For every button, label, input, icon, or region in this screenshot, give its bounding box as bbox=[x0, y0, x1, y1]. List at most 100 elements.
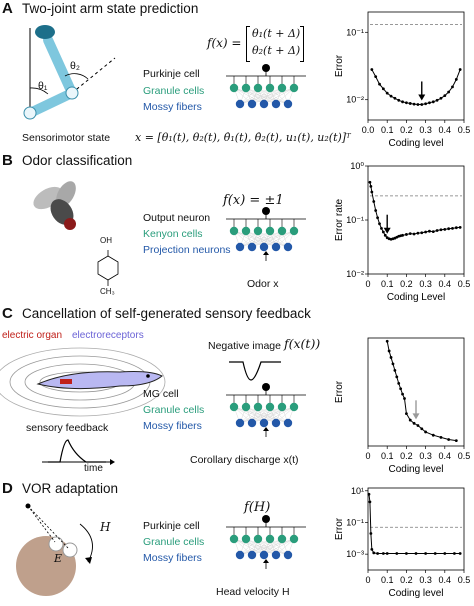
head-velocity-symbol: H bbox=[100, 520, 111, 534]
panel-a-granule-label: Granule cells bbox=[143, 85, 205, 97]
y-tick-label: 10⁻² bbox=[346, 95, 364, 105]
panel-b-granule-label: Kenyon cells bbox=[143, 228, 203, 240]
arrow-head bbox=[412, 413, 420, 420]
mossy-fiber bbox=[271, 550, 281, 560]
input-arrowhead bbox=[263, 251, 269, 255]
data-point bbox=[381, 230, 385, 234]
panel-b-network bbox=[226, 207, 306, 261]
panel-c-input-label: Corollary discharge x(t) bbox=[190, 454, 299, 466]
data-point bbox=[391, 362, 395, 366]
connection bbox=[251, 406, 295, 424]
x-tick-label: 0.1 bbox=[381, 451, 394, 461]
mossy-fiber bbox=[247, 418, 257, 428]
chart-frame bbox=[367, 337, 465, 447]
panel-c-title: Cancellation of self-generated sensory f… bbox=[22, 306, 311, 321]
data-point bbox=[374, 75, 378, 79]
mossy-fiber bbox=[259, 418, 269, 428]
panel-a-formula-row1: θ₁(t + Δ) bbox=[252, 27, 301, 40]
data-point bbox=[393, 96, 397, 100]
time-axis-label: time bbox=[84, 463, 103, 474]
data-line bbox=[368, 494, 461, 555]
data-point bbox=[439, 96, 443, 100]
panel-c-output-label: MG cell bbox=[143, 388, 179, 400]
theta1-label: θ₁ bbox=[38, 80, 48, 92]
data-point bbox=[454, 439, 458, 442]
eye-right bbox=[62, 542, 78, 558]
data-point bbox=[428, 229, 431, 233]
x-tick-label: 0.1 bbox=[381, 575, 394, 585]
data-point bbox=[389, 356, 393, 359]
data-point bbox=[416, 424, 420, 427]
y-axis-label: Error bbox=[334, 517, 345, 540]
data-point bbox=[454, 78, 458, 81]
data-point bbox=[380, 226, 383, 230]
panel-b-mossy-label: Projection neurons bbox=[143, 244, 231, 256]
x-tick-label: 0 bbox=[365, 451, 370, 461]
x-tick-label: 0.1 bbox=[381, 279, 394, 289]
input-arrowhead bbox=[263, 559, 269, 563]
data-point bbox=[433, 552, 437, 555]
data-point bbox=[412, 102, 416, 106]
x-tick-label: 0.2 bbox=[400, 279, 413, 289]
connection bbox=[239, 230, 283, 248]
head-rotation-arc bbox=[79, 523, 93, 563]
x-tick-label: 0.3 bbox=[419, 125, 432, 135]
head bbox=[16, 536, 76, 596]
chart-frame bbox=[367, 165, 465, 275]
granule-cell bbox=[241, 83, 251, 93]
x-tick-label: 0.4 bbox=[439, 575, 452, 585]
x-axis-label: Coding level bbox=[388, 588, 443, 599]
data-point bbox=[424, 230, 427, 234]
connection bbox=[263, 87, 295, 105]
granule-cell bbox=[253, 402, 263, 412]
y-tick-label: 10¹ bbox=[351, 486, 364, 496]
data-point bbox=[405, 552, 408, 555]
data-point bbox=[397, 381, 401, 385]
data-point bbox=[420, 427, 424, 431]
x-tick-label: 0.5 bbox=[458, 125, 470, 135]
electroreceptors-label: electroreceptors bbox=[72, 330, 144, 341]
electric-organ bbox=[60, 379, 72, 384]
arm-illustration bbox=[23, 25, 116, 120]
granule-cell bbox=[277, 402, 287, 412]
mossy-fiber bbox=[235, 99, 245, 109]
data-point bbox=[397, 98, 401, 102]
data-point bbox=[458, 552, 462, 555]
data-point bbox=[372, 200, 376, 203]
data-point bbox=[443, 552, 447, 555]
panel-d-granule-label: Granule cells bbox=[143, 536, 205, 548]
odor-molecule bbox=[97, 250, 119, 286]
data-point bbox=[370, 68, 374, 71]
y-axis-label: Error rate bbox=[334, 198, 345, 241]
granule-cell bbox=[229, 534, 239, 544]
granule-cell bbox=[253, 226, 263, 236]
data-point bbox=[368, 180, 372, 184]
molecule-oh-label: OH bbox=[100, 236, 112, 245]
data-point bbox=[376, 216, 379, 220]
data-point bbox=[412, 421, 416, 425]
negative-image-trace bbox=[229, 361, 281, 381]
data-point bbox=[453, 552, 456, 555]
mossy-fiber bbox=[247, 242, 257, 252]
cyclohexane-ring bbox=[97, 255, 119, 281]
output-neuron bbox=[262, 207, 270, 215]
panel-c-formula: f(x(t)) bbox=[284, 336, 321, 351]
data-point bbox=[369, 184, 373, 188]
data-point bbox=[405, 412, 408, 415]
data-point bbox=[416, 103, 420, 106]
granule-cell bbox=[265, 402, 275, 412]
feedback-pulse bbox=[48, 439, 106, 463]
data-point bbox=[408, 102, 412, 105]
data-point bbox=[424, 552, 427, 555]
data-point bbox=[405, 101, 408, 105]
connection bbox=[239, 538, 271, 556]
output-neuron bbox=[262, 383, 270, 391]
data-point bbox=[443, 94, 447, 98]
x-tick-label: 0.5 bbox=[458, 279, 470, 289]
x-tick-label: 0 bbox=[365, 575, 370, 585]
input-arrowhead bbox=[263, 427, 269, 431]
formula-bracket-left bbox=[246, 26, 250, 62]
data-point bbox=[454, 226, 458, 230]
data-point bbox=[428, 101, 431, 105]
